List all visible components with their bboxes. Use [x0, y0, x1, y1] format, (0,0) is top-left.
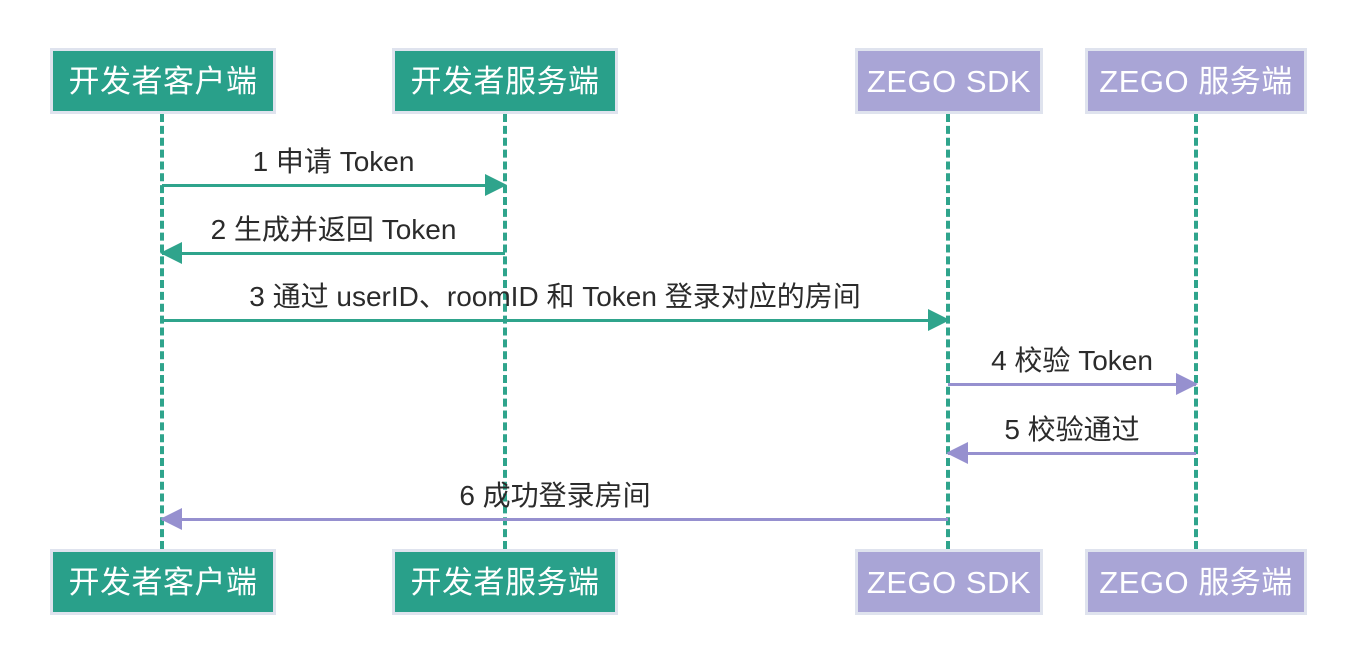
- message-label: 2 生成并返回 Token: [210, 214, 457, 246]
- message-label: 1 申请 Token: [252, 146, 415, 178]
- message-line: [162, 252, 505, 255]
- participant-footer-dev-client[interactable]: 开发者客户端: [50, 549, 276, 615]
- participant-label: 开发者服务端: [410, 63, 600, 99]
- participant-footer-zego-sdk[interactable]: ZEGO SDK: [855, 549, 1043, 615]
- message-label: 5 校验通过: [1004, 414, 1140, 446]
- arrow-head-right-icon: [1176, 373, 1198, 395]
- participant-label: ZEGO SDK: [866, 63, 1032, 99]
- participant-label: ZEGO SDK: [866, 564, 1032, 600]
- message-label: 4 校验 Token: [991, 345, 1153, 377]
- participant-label: ZEGO 服务端: [1099, 564, 1293, 600]
- lifeline-zego-sdk: [946, 114, 950, 549]
- arrow-head-left-icon: [160, 508, 182, 530]
- arrow-head-left-icon: [946, 442, 968, 464]
- message-line: [948, 383, 1196, 386]
- lifeline-zego-server: [1194, 114, 1198, 549]
- lifeline-dev-client: [160, 114, 164, 549]
- message-line: [162, 319, 948, 322]
- participant-label: 开发者服务端: [410, 564, 600, 600]
- lifeline-dev-server: [503, 114, 507, 549]
- participant-header-dev-client[interactable]: 开发者客户端: [50, 48, 276, 114]
- message-label: 3 通过 userID、roomID 和 Token 登录对应的房间: [249, 281, 861, 313]
- message-label: 6 成功登录房间: [459, 480, 651, 512]
- participant-label: 开发者客户端: [68, 564, 258, 600]
- participant-footer-dev-server[interactable]: 开发者服务端: [392, 549, 618, 615]
- participant-header-dev-server[interactable]: 开发者服务端: [392, 48, 618, 114]
- participant-footer-zego-server[interactable]: ZEGO 服务端: [1085, 549, 1307, 615]
- arrow-head-right-icon: [485, 174, 507, 196]
- participant-header-zego-server[interactable]: ZEGO 服务端: [1085, 48, 1307, 114]
- arrow-head-left-icon: [160, 242, 182, 264]
- message-line: [948, 452, 1196, 455]
- participant-label: ZEGO 服务端: [1099, 63, 1293, 99]
- message-line: [162, 518, 948, 521]
- arrow-head-right-icon: [928, 309, 950, 331]
- participant-label: 开发者客户端: [68, 63, 258, 99]
- participant-header-zego-sdk[interactable]: ZEGO SDK: [855, 48, 1043, 114]
- message-line: [162, 184, 505, 187]
